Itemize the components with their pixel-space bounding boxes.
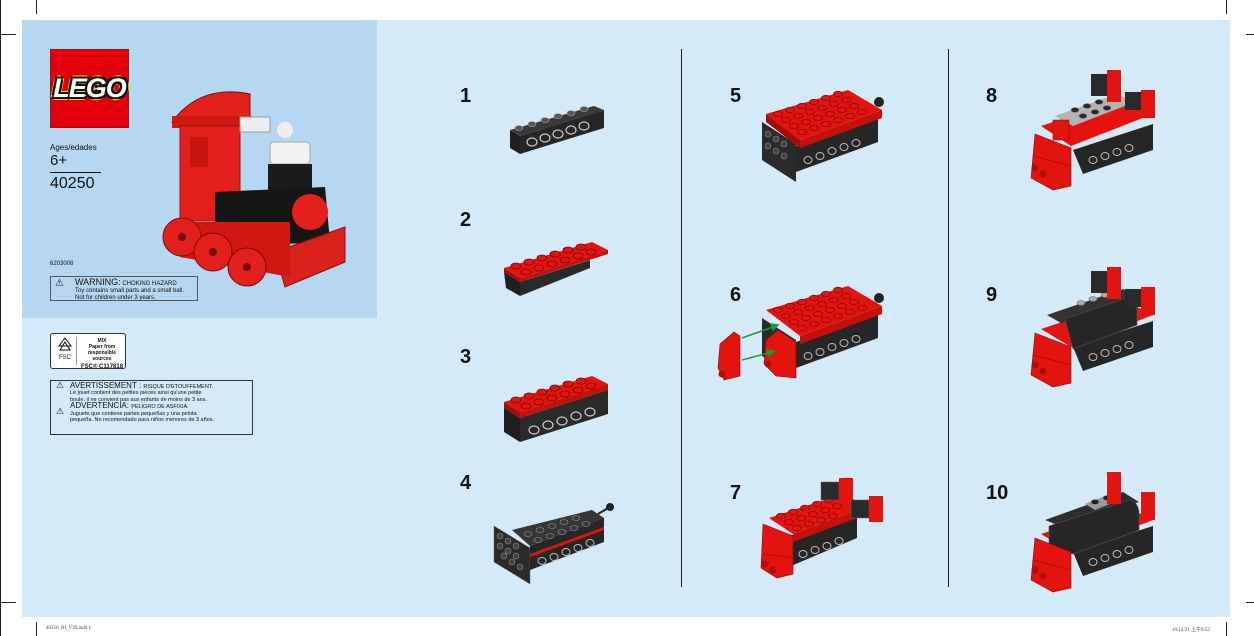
step-number: 9 xyxy=(986,284,998,306)
step-number: 1 xyxy=(460,85,472,107)
step-9-build-image xyxy=(1030,267,1155,388)
crop-mark xyxy=(0,34,16,35)
fsc-line: Paper from xyxy=(88,344,116,350)
step-3-build-image xyxy=(504,376,608,442)
set-number: 40250 xyxy=(50,175,95,192)
step-8-build-image xyxy=(1030,70,1155,191)
step-number: 6 xyxy=(730,284,742,306)
crop-mark xyxy=(0,0,1,636)
footer-timestamp: 16/12/21 上午9:52 xyxy=(1172,628,1210,633)
legal-warning-box: ⚠ AVERTISSEMENT : RISQUE D'ÉTOUFFEMENT. … xyxy=(50,380,253,435)
step-1-build-image xyxy=(510,106,604,154)
column-divider xyxy=(681,49,682,587)
footer-file-info: 40250_BI_V39.indd 1 xyxy=(46,626,91,631)
fr-warning-subtitle: RISQUE D'ÉTOUFFEMENT. xyxy=(143,384,214,390)
fsc-badge: FSC MIX Paper from responsible sources F… xyxy=(50,333,126,370)
fr-warning-title: AVERTISSEMENT : xyxy=(70,381,142,390)
ages-value: 6+ xyxy=(50,152,68,169)
step-2-build-image xyxy=(504,242,608,296)
lego-logo: LEGO xyxy=(50,49,129,128)
fsc-mix: MIX xyxy=(97,338,107,344)
fsc-line: responsible sources xyxy=(87,350,117,362)
crop-mark xyxy=(36,0,37,14)
step-number: 4 xyxy=(460,472,472,494)
fsc-tree-icon: FSC xyxy=(54,337,77,365)
es-warning-title: ADVERTENCIA: xyxy=(70,401,129,411)
train-illustration xyxy=(162,91,346,288)
ages-divider xyxy=(50,172,101,173)
es-warning-line: pequeña. No recomendado para niños menor… xyxy=(70,417,215,424)
warning-box: ⚠ WARNING: CHOKING HAZARD Toy contains s… xyxy=(50,276,198,301)
fsc-logo-text: FSC xyxy=(59,355,71,361)
column-divider xyxy=(948,49,949,587)
crop-mark xyxy=(1226,0,1227,14)
warning-triangle-icon: ⚠ xyxy=(55,278,64,289)
fr-warning-line: Le jouet contient des petites pièces ain… xyxy=(70,390,202,397)
warning-line: Toy contains small parts and a small bal… xyxy=(75,288,185,294)
warning-triangle-icon: ⚠ xyxy=(56,406,65,416)
warning-title: WARNING: xyxy=(75,277,121,287)
item-number: 6203008 xyxy=(50,261,74,267)
step-number: 5 xyxy=(730,85,742,107)
crop-mark xyxy=(1226,622,1227,636)
step-number: 8 xyxy=(986,85,998,107)
step-number: 2 xyxy=(460,209,472,231)
warning-triangle-icon: ⚠ xyxy=(56,380,65,390)
es-warning-line: Juguete que contiene partes pequeñas y u… xyxy=(70,410,197,417)
step-4-build-image xyxy=(493,503,614,585)
crop-mark xyxy=(1246,34,1254,35)
crop-mark xyxy=(36,622,37,636)
lego-logo-text: LEGO xyxy=(53,73,127,103)
crop-mark xyxy=(1246,602,1254,603)
crop-mark xyxy=(0,602,16,603)
step-6-build-image xyxy=(717,286,884,381)
step-number: 3 xyxy=(460,346,472,368)
step-number: 10 xyxy=(986,482,1009,504)
step-7-build-image xyxy=(760,478,883,579)
step-number: 7 xyxy=(730,482,742,504)
es-warning-subtitle: PELIGRO DE ASFIXIA. xyxy=(131,404,189,411)
ages-label: Ages/edades xyxy=(50,143,97,152)
fsc-code: FSC® C117818 xyxy=(80,364,124,370)
step-5-build-image xyxy=(762,90,884,182)
warning-line: Not for children under 3 years. xyxy=(75,295,156,301)
step-10-build-image xyxy=(1030,472,1155,593)
fr-warning-line: boule, il ne convient pas aux enfants de… xyxy=(70,396,207,403)
warning-subtitle: CHOKING HAZARD xyxy=(122,281,177,287)
